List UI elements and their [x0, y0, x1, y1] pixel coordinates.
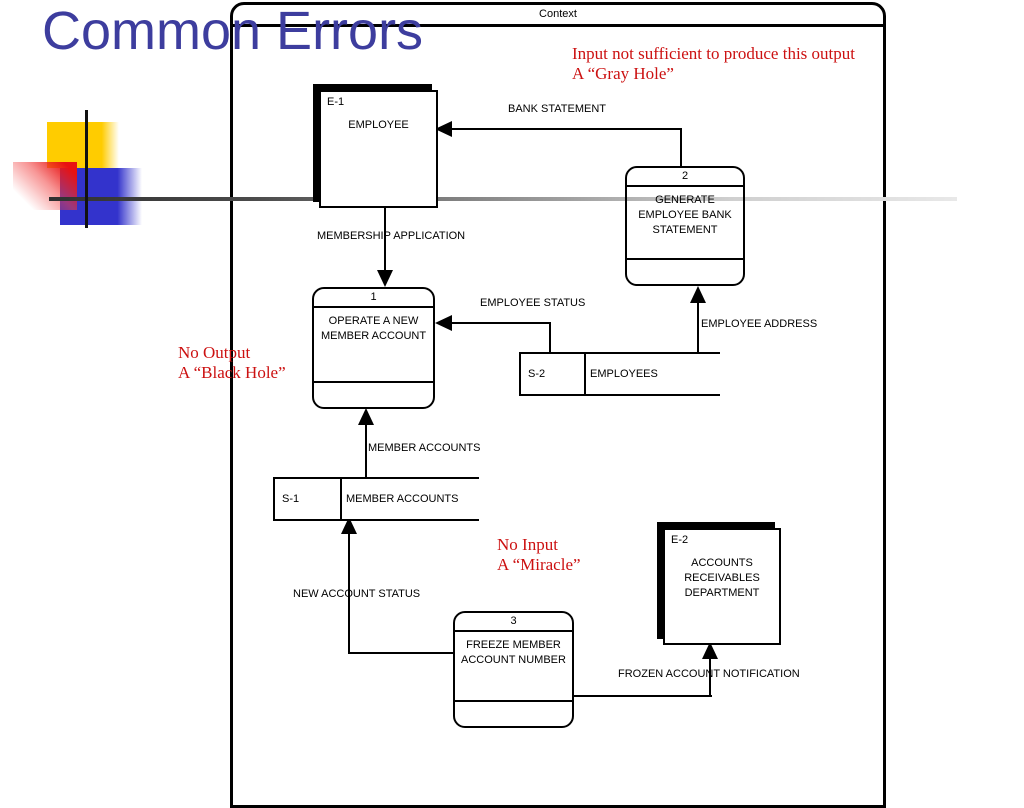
datastore-s1-member-accounts: S-1 MEMBER ACCOUNTS [273, 477, 479, 521]
flow-label-membership-application: MEMBERSHIP APPLICATION [317, 230, 466, 242]
datastore-name-label: MEMBER ACCOUNTS [346, 493, 459, 505]
flow-employee-status-line [549, 322, 551, 353]
flow-label-employee-status: EMPLOYEE STATUS [480, 297, 586, 309]
flow-frozen-account-notification-line [709, 657, 711, 697]
arrowhead-left-icon [435, 121, 452, 137]
arrowhead-up-icon [702, 642, 718, 659]
process-name-line: ACCOUNT NUMBER [461, 654, 566, 666]
entity-name-label: DEPARTMENT [684, 587, 760, 599]
page-title: Common Errors [42, 1, 424, 61]
decoration-horizontal-line [49, 197, 957, 201]
process-name-line: GENERATE [655, 194, 715, 206]
arrowhead-up-icon [690, 286, 706, 303]
flow-bank-statement-line [680, 128, 682, 167]
annotation-miracle: No Input A “Miracle” [497, 535, 581, 575]
dfd-diagram: BANK STATEMENT MEMBERSHIP APPLICATION EM… [178, 44, 855, 728]
flow-membership-application-line [384, 206, 386, 272]
annotation-line: A “Miracle” [497, 555, 581, 574]
entity-id-label: E-2 [671, 534, 689, 546]
entity-name-label: EMPLOYEE [348, 119, 409, 131]
entity-e2-accounts-receivables: E-2 ACCOUNTS RECEIVABLES DEPARTMENT [663, 528, 781, 645]
process-name: GENERATE EMPLOYEE BANK STATEMENT [627, 193, 743, 238]
annotation-line: No Input [497, 535, 558, 554]
flow-frozen-account-notification-line [572, 695, 712, 697]
process-name-line: OPERATE A NEW [328, 315, 419, 327]
entity-e1-employee: E-1 EMPLOYEE [319, 90, 438, 208]
entity-name-label: ACCOUNTS [691, 557, 753, 569]
process-number: 2 [627, 168, 743, 187]
flow-bank-statement-line [450, 128, 682, 130]
datastore-id: S-2 [528, 368, 546, 380]
process-footer-divider [314, 381, 433, 383]
process-1-operate-new-member-account: 1 OPERATE A NEW MEMBER ACCOUNT [312, 287, 435, 409]
annotation-line: A “Gray Hole” [572, 64, 674, 83]
arrowhead-up-icon [341, 517, 357, 534]
annotation-line: No Output [178, 343, 251, 362]
frame-tab-label: Context [233, 5, 883, 27]
datastore-id-label: S-2 [521, 354, 586, 394]
annotation-black-hole: No Output A “Black Hole” [178, 343, 286, 383]
flow-employee-status-line [450, 322, 551, 324]
flow-label-new-account-status: NEW ACCOUNT STATUS [293, 588, 421, 600]
process-name-line: MEMBER ACCOUNT [320, 330, 427, 342]
flow-label-frozen-account-notification: FROZEN ACCOUNT NOTIFICATION [618, 668, 800, 680]
process-name-line: STATEMENT [652, 224, 718, 236]
entity-id-label: E-1 [327, 96, 345, 108]
flow-new-account-status-line [348, 652, 454, 654]
entity-name-label: RECEIVABLES [684, 572, 760, 584]
datastore-id: S-1 [282, 493, 300, 505]
process-footer-divider [627, 258, 743, 260]
flow-label-bank-statement: BANK STATEMENT [508, 103, 606, 115]
process-name-line: FREEZE MEMBER [466, 639, 561, 651]
decoration-yellow-square [47, 122, 119, 168]
process-number: 3 [455, 613, 572, 632]
arrowhead-left-icon [435, 315, 452, 331]
annotation-gray-hole: Input not sufficient to produce this out… [572, 44, 855, 84]
flow-label-employee-address: EMPLOYEE ADDRESS [701, 318, 818, 330]
process-name-line: EMPLOYEE BANK [638, 209, 732, 221]
arrowhead-up-icon [358, 408, 374, 425]
flow-member-accounts-line [365, 423, 367, 478]
decoration-vertical-line [85, 110, 88, 228]
datastore-s2-employees: S-2 EMPLOYEES [519, 352, 720, 396]
flow-new-account-status-line [348, 532, 350, 654]
process-number: 1 [314, 289, 433, 308]
process-name: FREEZE MEMBER ACCOUNT NUMBER [455, 638, 572, 668]
process-footer-divider [455, 700, 572, 702]
flow-employee-address-line [697, 301, 699, 353]
datastore-id-label: S-1 [275, 479, 342, 519]
decoration-red-square [13, 162, 77, 210]
annotation-line: Input not sufficient to produce this out… [572, 44, 855, 63]
process-2-generate-employee-bank-statement: 2 GENERATE EMPLOYEE BANK STATEMENT [625, 166, 745, 286]
flow-label-member-accounts: MEMBER ACCOUNTS [368, 442, 481, 454]
annotation-line: A “Black Hole” [178, 363, 286, 382]
process-name: OPERATE A NEW MEMBER ACCOUNT [314, 314, 433, 344]
datastore-name-label: EMPLOYEES [590, 368, 658, 380]
arrowhead-down-icon [377, 270, 393, 287]
process-3-freeze-member-account-number: 3 FREEZE MEMBER ACCOUNT NUMBER [453, 611, 574, 728]
